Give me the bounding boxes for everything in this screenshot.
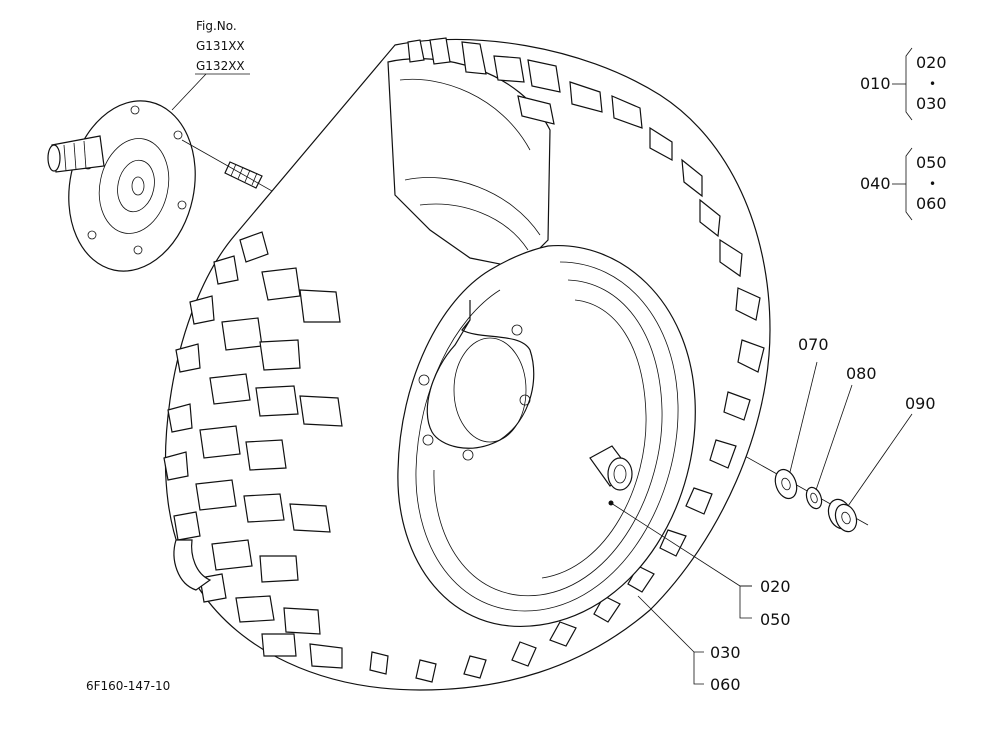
tire-sidewall-bulge bbox=[173, 539, 212, 591]
legend-sep-040: • bbox=[929, 177, 936, 191]
fig-code-1: G131XX bbox=[196, 39, 245, 53]
callout-090: 090 bbox=[905, 394, 936, 413]
fig-number-block: Fig.No. G131XX G132XX bbox=[171, 19, 250, 111]
callout-080: 080 bbox=[846, 364, 877, 383]
hub-flange bbox=[47, 100, 196, 272]
callout-030: 030 bbox=[710, 643, 741, 662]
drawing-id: 6F160-147-10 bbox=[86, 679, 170, 693]
legend-parent-010: 010 bbox=[860, 74, 891, 93]
lock-washer-080 bbox=[805, 486, 823, 510]
callout-bracket-030-060: 030 060 bbox=[637, 595, 741, 694]
leader-070 bbox=[789, 361, 818, 473]
legend-child-060: 060 bbox=[916, 194, 947, 213]
legend-parent-040: 040 bbox=[860, 174, 891, 193]
callout-bracket-020-050: 020 050 bbox=[739, 577, 791, 629]
washer-070 bbox=[774, 468, 798, 500]
legend-child-050: 050 bbox=[916, 153, 947, 172]
callout-060: 060 bbox=[710, 675, 741, 694]
wheel-rim bbox=[397, 245, 741, 627]
fig-leader bbox=[171, 73, 207, 111]
callout-050: 050 bbox=[760, 610, 791, 629]
fig-no-label: Fig.No. bbox=[196, 19, 237, 33]
callout-020: 020 bbox=[760, 577, 791, 596]
legend-group-010: 010 020 • 030 bbox=[860, 47, 947, 121]
legend-child-020: 020 bbox=[916, 53, 947, 72]
legend-group-040: 040 050 • 060 bbox=[860, 147, 947, 221]
callout-070: 070 bbox=[798, 335, 829, 354]
legend-sep-010: • bbox=[929, 77, 936, 91]
fig-code-2: G132XX bbox=[196, 59, 245, 73]
legend-child-030: 030 bbox=[916, 94, 947, 113]
leader-090 bbox=[847, 413, 913, 507]
nut-090 bbox=[827, 498, 858, 533]
leader-080 bbox=[815, 384, 853, 491]
tread-pattern bbox=[163, 37, 765, 683]
